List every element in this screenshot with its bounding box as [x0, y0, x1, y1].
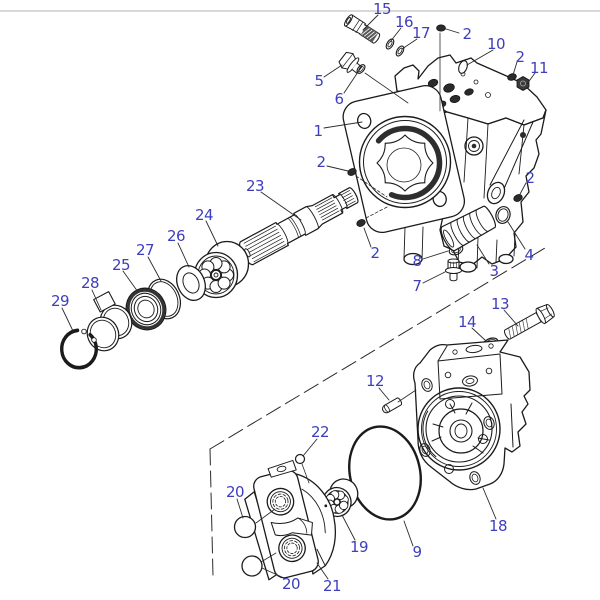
part-26-washer	[176, 265, 206, 301]
callout-2a: 2	[316, 153, 326, 171]
part-23-drive-shaft	[239, 187, 359, 266]
leader-lines	[61, 14, 536, 580]
callout-27: 27	[135, 241, 155, 259]
callout-23: 23	[245, 177, 265, 195]
callout-20b: 20	[281, 575, 301, 593]
part-16-o-ring	[385, 38, 395, 50]
callout-13: 13	[490, 295, 510, 313]
callout-2d: 2	[525, 169, 535, 187]
part-5-flange-bolt	[338, 51, 363, 74]
part-15-bolt	[343, 14, 381, 44]
callout-7: 7	[412, 277, 422, 295]
housing-shaft-bore	[358, 115, 452, 209]
callout-17: 17	[411, 24, 431, 42]
callout-28: 28	[80, 274, 100, 292]
callout-2e: 2	[370, 244, 380, 262]
callout-15: 15	[372, 0, 392, 18]
callout-29: 29	[50, 292, 70, 310]
part-11-nut	[516, 76, 530, 91]
callout-9: 9	[412, 543, 422, 561]
callout-8: 8	[412, 252, 422, 270]
part-25-oil-seal	[125, 287, 167, 331]
part-29-snap-ring	[60, 328, 98, 370]
callout-2b: 2	[462, 25, 472, 43]
part-18-end-cover	[413, 339, 531, 491]
callout-6: 6	[334, 90, 344, 108]
callout-26: 26	[166, 227, 186, 245]
callout-3: 3	[489, 262, 499, 280]
part-10-plug	[458, 60, 468, 74]
part-21-cradle	[244, 459, 337, 581]
part-13-bolt	[503, 303, 555, 340]
callout-14: 14	[457, 313, 477, 331]
part-9-o-ring	[348, 425, 422, 521]
part-20-ball-lower	[241, 555, 263, 577]
callout-18: 18	[488, 517, 508, 535]
callout-22: 22	[310, 423, 330, 441]
callout-24: 24	[194, 206, 214, 224]
callout-10: 10	[486, 35, 506, 53]
callout-2c: 2	[515, 48, 525, 66]
callout-21: 21	[322, 577, 342, 595]
part-17-o-ring	[395, 45, 405, 57]
part-2-screws	[347, 24, 523, 227]
callout-20a: 20	[225, 483, 245, 501]
callout-1: 1	[313, 122, 323, 140]
part-4-o-ring	[495, 205, 511, 225]
callout-11: 11	[529, 59, 549, 77]
callout-12: 12	[365, 372, 385, 390]
part-12-pin	[382, 397, 403, 414]
part-20-ball-upper	[233, 515, 257, 539]
part-3-ribbed-bushing	[440, 205, 497, 252]
part-1-pump-housing	[342, 54, 547, 273]
callout-4: 4	[524, 246, 534, 264]
callout-5: 5	[314, 72, 324, 90]
part-7-plug-bolt	[445, 258, 462, 282]
callout-19: 19	[349, 538, 369, 556]
callout-16: 16	[394, 13, 414, 31]
part-22-ball	[294, 453, 306, 465]
callout-25: 25	[111, 256, 131, 274]
